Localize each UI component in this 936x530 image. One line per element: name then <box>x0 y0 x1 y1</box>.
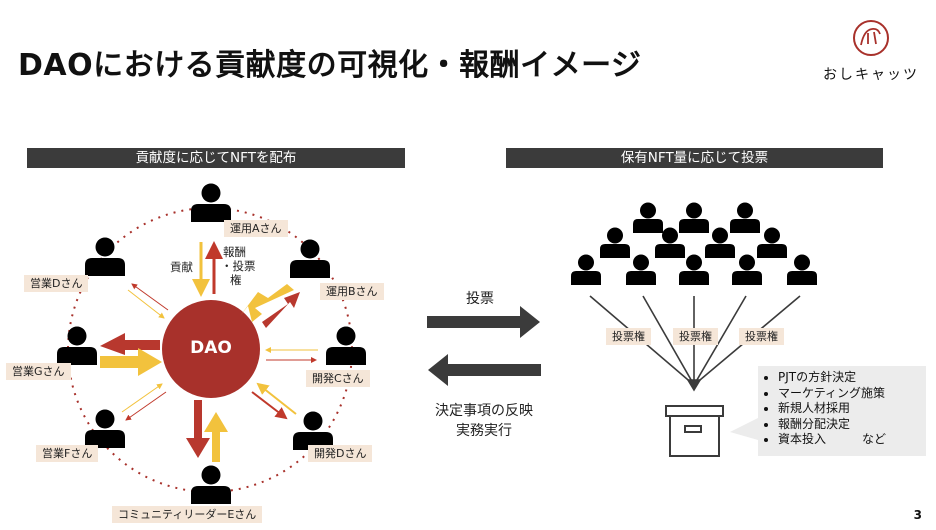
decision-item: 新規人材採用 <box>778 401 926 417</box>
voters-crowd <box>571 202 817 285</box>
arrows-sales-f <box>121 383 167 421</box>
logo-cat-icon <box>853 20 889 56</box>
person-sales-f-icon <box>85 409 125 448</box>
person-community-e-icon <box>191 465 231 504</box>
page-title: DAOにおける貢献度の可視化・報酬イメージ <box>18 48 642 83</box>
reward-label-2: ・投票 <box>221 259 256 273</box>
person-sales-g-icon <box>57 326 97 365</box>
reflect-label-2: 実務実行 <box>456 423 512 439</box>
decision-item: マーケティング施策 <box>778 386 926 402</box>
member-dev-c: 開発Cさん <box>306 370 370 387</box>
decision-item: 資本投入 など <box>778 432 926 448</box>
voting-right-tag: 投票権 <box>673 328 718 345</box>
contribution-label: 貢献 <box>170 260 193 274</box>
vote-label: 投票 <box>466 291 494 307</box>
member-ops-b: 運用Bさん <box>320 283 384 300</box>
dao-label: DAO <box>190 338 232 358</box>
arrows-sales-g <box>100 333 162 376</box>
member-community-e: コミュニティリーダーEさん <box>112 506 263 523</box>
reward-label-1: 報酬 <box>223 245 246 259</box>
arrows-sales-d <box>127 283 169 319</box>
arrows-ops-a <box>192 241 223 297</box>
logo-text: おしキャッツ <box>823 67 919 83</box>
reward-label-3: 権 <box>230 273 242 287</box>
member-dev-d: 開発Dさん <box>308 445 373 462</box>
person-dev-c-icon <box>326 326 366 365</box>
member-sales-g: 営業Gさん <box>6 363 71 380</box>
decision-item: 報酬分配決定 <box>778 417 926 433</box>
page-number: 3 <box>913 508 922 522</box>
member-sales-d: 営業Dさん <box>24 275 89 292</box>
decisions-list: PJTの方針決定 マーケティング施策 新規人材採用 報酬分配決定 資本投入 など <box>758 366 926 456</box>
person-ops-a-icon <box>191 183 231 222</box>
arrows-community-e <box>186 400 228 462</box>
right-header: 保有NFT量に応じて投票 <box>506 148 883 168</box>
member-ops-a: 運用Aさん <box>224 220 288 237</box>
voting-right-tag: 投票権 <box>606 328 651 345</box>
reflect-arrow <box>428 354 541 386</box>
decision-item: PJTの方針決定 <box>778 370 926 386</box>
voting-right-tag: 投票権 <box>739 328 784 345</box>
left-header: 貢献度に応じてNFTを配布 <box>27 148 405 168</box>
dao-circle <box>162 300 260 398</box>
person-ops-b-icon <box>290 239 330 278</box>
arrows-ops-b <box>240 284 300 328</box>
arrows-dev-d <box>251 382 297 420</box>
person-sales-d-icon <box>85 237 125 276</box>
member-sales-f: 営業Fさん <box>36 445 99 462</box>
bullets-pointer <box>730 418 758 440</box>
vote-arrow <box>427 306 540 338</box>
reflect-label-1: 決定事項の反映 <box>435 403 533 419</box>
arrows-dev-c <box>265 347 318 363</box>
ballot-box-icon <box>665 405 724 457</box>
